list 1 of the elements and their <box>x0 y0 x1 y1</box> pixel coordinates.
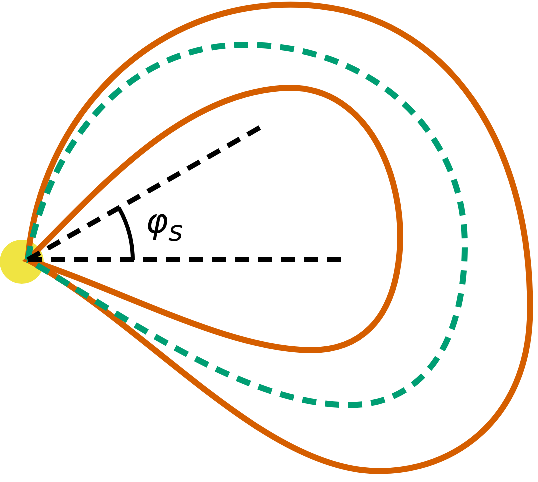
angle-label: φ$_{s}$ <box>146 205 184 246</box>
